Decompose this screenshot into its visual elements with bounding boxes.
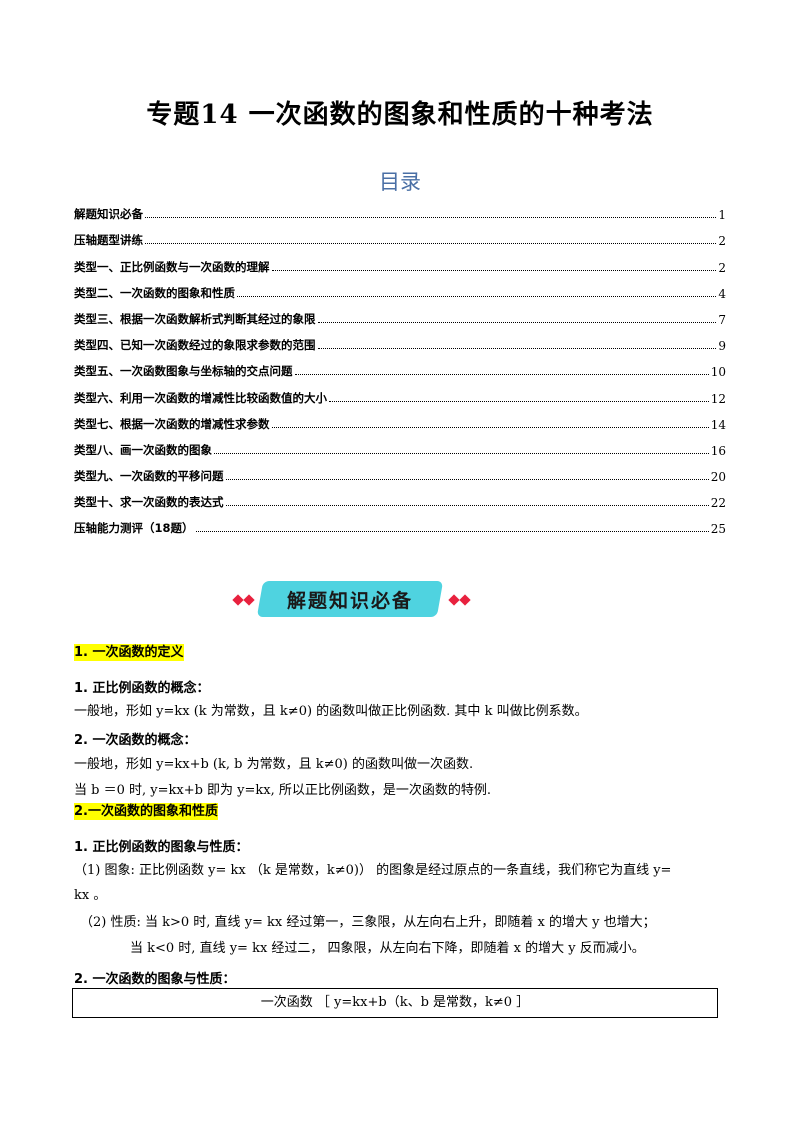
toc-entry-label[interactable]: 类型一、正比例函数与一次函数的理解 bbox=[74, 259, 270, 274]
diamond-icon bbox=[459, 594, 471, 606]
toc-leader-dots bbox=[271, 269, 717, 271]
toc-leader-dots bbox=[294, 374, 709, 376]
toc-entry-page: 7 bbox=[718, 312, 726, 327]
toc-entry[interactable]: 类型八、画一次函数的图象 16 bbox=[74, 432, 726, 458]
subheading: 1. 正比例函数的图象与性质： bbox=[74, 840, 249, 855]
toc-entry-label[interactable]: 类型五、一次函数图象与坐标轴的交点问题 bbox=[74, 364, 293, 379]
section-heading: 1. 一次函数的定义 bbox=[74, 644, 184, 661]
subheading: 2. 一次函数的图象与性质： bbox=[74, 972, 236, 987]
toc-entry-page: 4 bbox=[718, 286, 726, 301]
banner-title: 解题知识必备 bbox=[286, 590, 413, 612]
toc-entry-label[interactable]: 压轴能力测评（18题） bbox=[74, 521, 194, 536]
toc-entry[interactable]: 类型五、一次函数图象与坐标轴的交点问题 10 bbox=[74, 353, 726, 379]
toc-entry-page: 1 bbox=[718, 208, 726, 223]
toc-entry-page: 14 bbox=[710, 417, 726, 432]
toc-entry[interactable]: 类型七、根据一次函数的增减性求参数 14 bbox=[74, 406, 726, 432]
toc-leader-dots bbox=[145, 243, 717, 245]
toc-entry-label[interactable]: 类型四、已知一次函数经过的象限求参数的范围 bbox=[74, 338, 316, 353]
toc-leader-dots bbox=[317, 321, 717, 323]
toc-entry-label[interactable]: 类型八、画一次函数的图象 bbox=[74, 442, 212, 457]
toc-leader-dots bbox=[317, 348, 717, 350]
toc-entry-page: 16 bbox=[710, 443, 726, 458]
toc-entry-label[interactable]: 类型三、根据一次函数解析式判断其经过的象限 bbox=[74, 311, 316, 326]
toc-entry[interactable]: 压轴题型讲练 2 bbox=[74, 222, 726, 248]
definition-box: 一次函数 ［ y=kx+b（k、b 是常数，k≠0 ］ bbox=[72, 988, 718, 1018]
toc-entry[interactable]: 类型九、一次函数的平移问题 20 bbox=[74, 458, 726, 484]
paragraph: 一般地，形如 y=kx (k 为常数，且 k≠0) 的函数叫做正比例函数. 其中… bbox=[74, 704, 588, 719]
toc-leader-dots bbox=[237, 295, 717, 297]
toc-entry[interactable]: 类型二、一次函数的图象和性质 4 bbox=[74, 275, 726, 301]
page-title: 专题14 一次函数的图象和性质的十种考法 bbox=[146, 100, 654, 130]
toc-entry-page: 22 bbox=[710, 496, 726, 511]
toc-entry[interactable]: 解题知识必备 1 bbox=[74, 196, 726, 222]
toc-entry-label[interactable]: 类型十、求一次函数的表达式 bbox=[74, 495, 224, 510]
paragraph: kx 。 bbox=[74, 888, 107, 903]
paragraph: 当 k<0 时, 直线 y= kx 经过二， 四象限，从左向右下降，即随着 x … bbox=[130, 941, 645, 956]
paragraph: （1) 图象: 正比例函数 y= kx （k 是常数，k≠0)） 的图象是经过原… bbox=[74, 863, 672, 878]
toc-leader-dots bbox=[329, 400, 709, 402]
diamond-icon bbox=[232, 594, 244, 606]
paragraph: 一般地，形如 y=kx+b (k, b 为常数，且 k≠0) 的函数叫做一次函数… bbox=[74, 757, 474, 772]
toc-entry-page: 9 bbox=[718, 339, 726, 354]
toc-entry-label[interactable]: 类型二、一次函数的图象和性质 bbox=[74, 285, 235, 300]
toc-entry-page: 25 bbox=[710, 522, 726, 537]
toc-leader-dots bbox=[225, 505, 709, 507]
toc-entry-label[interactable]: 解题知识必备 bbox=[74, 207, 143, 222]
subheading: 1. 正比例函数的概念： bbox=[74, 681, 210, 696]
paragraph: （2) 性质: 当 k>0 时, 直线 y= kx 经过第一，三象限，从左向右上… bbox=[80, 915, 656, 930]
section-banner: 解题知识必备 bbox=[232, 579, 471, 621]
toc-entry-label[interactable]: 类型七、根据一次函数的增减性求参数 bbox=[74, 416, 270, 431]
toc-entry-page: 12 bbox=[710, 391, 726, 406]
toc-entry[interactable]: 类型十、求一次函数的表达式 22 bbox=[74, 484, 726, 510]
toc-entry-label[interactable]: 类型六、利用一次函数的增减性比较函数值的大小 bbox=[74, 390, 327, 405]
toc-leader-dots bbox=[225, 479, 709, 481]
toc-entry[interactable]: 类型六、利用一次函数的增减性比较函数值的大小 12 bbox=[74, 379, 726, 406]
toc-leader-dots bbox=[271, 426, 709, 428]
toc-entry-page: 2 bbox=[718, 234, 726, 249]
diamond-icon bbox=[243, 594, 255, 606]
toc-heading: 目录 bbox=[379, 170, 421, 194]
toc-entry-page: 20 bbox=[710, 470, 726, 485]
section-heading: 2.一次函数的图象和性质 bbox=[74, 803, 218, 820]
toc-entry-label[interactable]: 压轴题型讲练 bbox=[74, 233, 143, 248]
toc-entry[interactable]: 类型三、根据一次函数解析式判断其经过的象限 7 bbox=[74, 301, 726, 327]
toc-entry[interactable]: 压轴能力测评（18题） 25 bbox=[74, 510, 726, 536]
paragraph: 当 b ＝0 时, y=kx+b 即为 y=kx, 所以正比例函数，是一次函数的… bbox=[74, 783, 492, 798]
toc-entry[interactable]: 类型一、正比例函数与一次函数的理解 2 bbox=[74, 248, 726, 275]
toc-entry-page: 2 bbox=[718, 260, 726, 275]
toc-leader-dots bbox=[195, 531, 709, 533]
toc-entry-label[interactable]: 类型九、一次函数的平移问题 bbox=[74, 469, 224, 484]
diamond-icon bbox=[448, 594, 460, 606]
toc-entry-page: 10 bbox=[710, 365, 726, 380]
toc-leader-dots bbox=[214, 452, 709, 454]
toc-leader-dots bbox=[145, 217, 717, 219]
toc-entry[interactable]: 类型四、已知一次函数经过的象限求参数的范围 9 bbox=[74, 327, 726, 353]
subheading: 2. 一次函数的概念： bbox=[74, 733, 197, 748]
